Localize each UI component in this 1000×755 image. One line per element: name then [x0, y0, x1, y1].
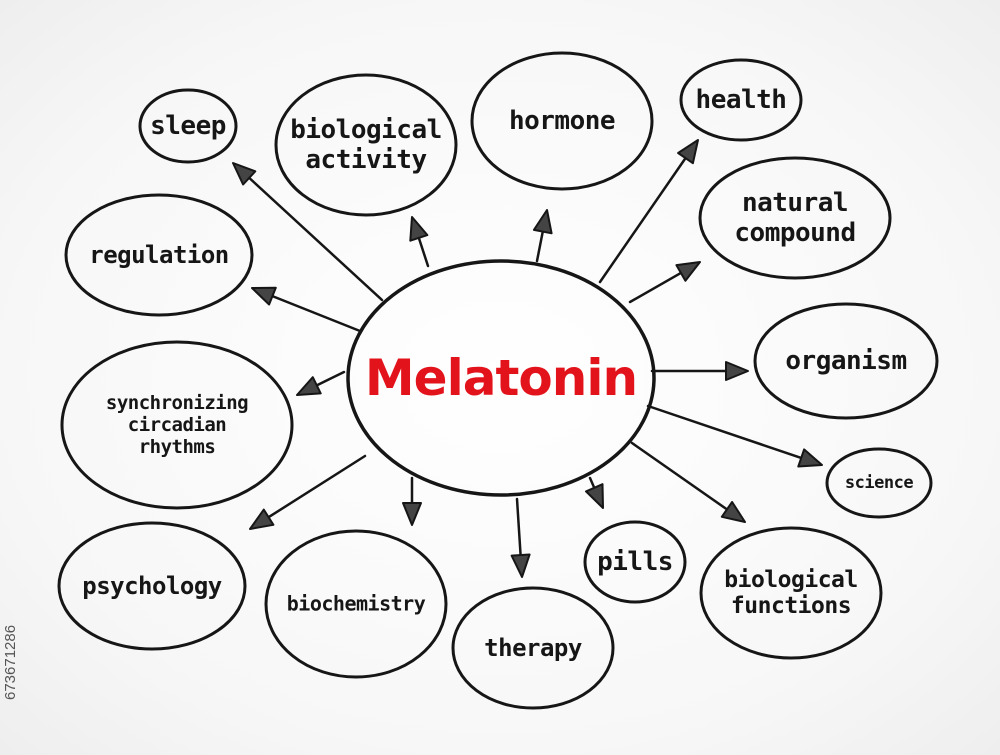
therapy-label: therapy [484, 634, 582, 662]
regulation-label-line: regulation [89, 241, 229, 269]
organism-label: organism [785, 346, 907, 376]
therapy-label-line: therapy [484, 634, 582, 662]
pills-label: pills [597, 547, 673, 577]
natural-compound-arrowhead [675, 261, 701, 282]
science-arrowhead [797, 448, 823, 468]
biological-activity-connector [417, 236, 430, 268]
pills-label-line: pills [597, 547, 673, 577]
hormone-connector [535, 230, 545, 263]
biological-activity-label-line: activity [305, 145, 427, 175]
natural-compound-connector [628, 271, 683, 304]
biological-functions-bubble [699, 526, 883, 660]
hormone-bubble [470, 51, 654, 191]
therapy-arrowhead [510, 553, 531, 578]
organism-label-line: organism [785, 346, 907, 376]
pills-bubble [583, 520, 687, 604]
science-bubble [825, 447, 933, 519]
sleep-arrowhead [232, 162, 257, 186]
natural-compound-label-line: natural [741, 188, 849, 218]
biological-functions-label-line: functions [730, 593, 852, 619]
organism-arrowhead [725, 361, 749, 381]
sleep-bubble [138, 88, 238, 164]
natural-compound-label-line: compound [734, 218, 856, 248]
biological-functions-label-line: biological [724, 567, 858, 593]
psychology-bubble [57, 521, 247, 651]
synchronizing-circadian-rhythms-connector [315, 370, 346, 387]
regulation-arrowhead [251, 286, 277, 306]
synchronizing-circadian-rhythms-label-line: circadian [127, 414, 227, 436]
science-connector [646, 404, 803, 460]
science-label: science [844, 473, 914, 493]
regulation-connector [271, 294, 362, 333]
biological-activity-label-line: biological [290, 115, 442, 145]
center-bubble [346, 259, 656, 497]
health-bubble [679, 58, 803, 142]
biochemistry-label: biochemistry [286, 591, 426, 616]
hormone-arrowhead [532, 209, 553, 235]
biochemistry-arrowhead [402, 502, 422, 526]
psychology-label-line: psychology [82, 572, 222, 600]
regulation-label: regulation [89, 241, 229, 269]
synchronizing-circadian-rhythms-bubble [60, 340, 294, 510]
biochemistry-label-line: biochemistry [286, 591, 426, 616]
health-connector [598, 156, 687, 284]
health-label-line: health [695, 85, 787, 115]
sleep-label: sleep [150, 111, 226, 141]
psychology-label: psychology [82, 572, 222, 600]
psychology-arrowhead [249, 508, 275, 530]
pills-arrowhead [585, 483, 604, 509]
science-label-line: science [844, 473, 914, 493]
health-label: health [696, 85, 787, 115]
sleep-label-line: sleep [150, 111, 226, 141]
health-arrowhead [677, 139, 699, 165]
synchronizing-circadian-rhythms-label-line: rhythms [138, 436, 216, 458]
hormone-label-line: hormone [508, 106, 616, 136]
psychology-connector [267, 454, 367, 519]
therapy-connector [515, 497, 522, 557]
pills-connector [588, 476, 596, 490]
biological-activity-arrowhead [409, 216, 429, 242]
synchronizing-circadian-rhythms-arrowhead [296, 376, 322, 396]
stock-id-watermark: 673671286 [2, 624, 19, 700]
biological-functions-connector [630, 441, 729, 511]
synchronizing-circadian-rhythms-label-line: synchronizing [105, 392, 249, 414]
biological-activity-bubble [274, 73, 458, 217]
biological-functions-arrowhead [720, 501, 746, 523]
natural-compound-bubble [698, 156, 892, 280]
therapy-bubble [451, 586, 615, 710]
center-label: Melatonin [364, 349, 638, 407]
organism-bubble [753, 302, 939, 420]
sleep-connector [247, 176, 384, 302]
hormone-label: hormone [508, 106, 616, 136]
regulation-bubble [64, 193, 254, 317]
biochemistry-bubble [264, 529, 448, 679]
